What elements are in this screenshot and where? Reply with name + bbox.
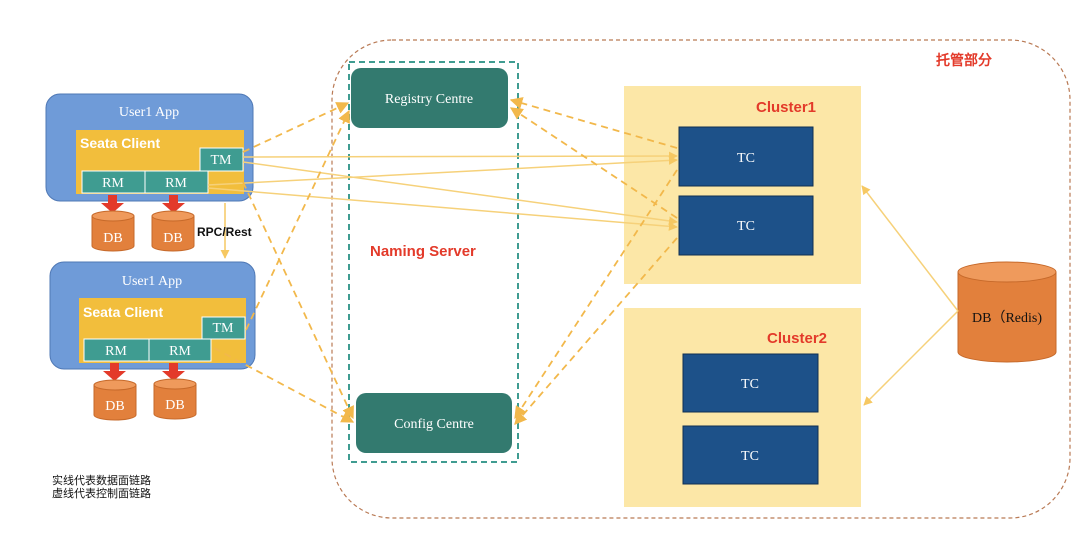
app1-rm-1-label: RM <box>102 176 124 191</box>
cluster1-to-db-link <box>861 185 959 312</box>
cluster1-tc-2 <box>678 195 814 256</box>
cluster2-tc-1-label: TC <box>741 377 759 392</box>
app1-title: User1 App <box>119 105 179 120</box>
app1-db-arrow-1 <box>101 195 124 213</box>
cluster2-label: Cluster2 <box>767 330 827 347</box>
app2-tm <box>201 316 246 340</box>
config-centre-label: Config Centre <box>394 417 474 432</box>
app1-db-1 <box>91 210 135 252</box>
registry-centre-node <box>351 68 508 128</box>
db-to-cluster2-link <box>863 310 959 406</box>
app2-seata-client-label: Seata Client <box>83 304 163 320</box>
app1-seata-client-label: Seata Client <box>80 135 160 151</box>
cluster1-tc-1 <box>678 126 814 187</box>
tm-to-tc2-link <box>242 161 678 226</box>
app1-tm-label: TM <box>211 153 233 168</box>
app2-to-registry-link <box>245 109 350 331</box>
app2-db-arrow-1 <box>103 363 126 381</box>
tc2-to-registry-link <box>509 107 678 219</box>
hosted-region-label: 托管部分 <box>936 52 992 68</box>
tc2-to-config-link <box>514 237 678 425</box>
app1-db-2-label: DB <box>163 231 182 246</box>
app2-db-2 <box>153 378 197 420</box>
app2-db-arrow-2 <box>162 363 185 381</box>
config-centre-node <box>356 393 512 453</box>
cluster1-tc-2-label: TC <box>737 219 755 234</box>
app2-to-config-link <box>213 347 355 423</box>
app2-rm-2-label: RM <box>169 344 191 359</box>
db-redis-cylinder <box>957 261 1057 363</box>
rm-to-tc2-link <box>207 187 678 231</box>
app1-to-registry-link <box>242 102 350 153</box>
app1-db-2 <box>151 210 195 252</box>
control-plane-links <box>213 97 678 425</box>
naming-server-label: Naming Server <box>370 243 476 260</box>
cluster1-tc-1-label: TC <box>737 151 755 166</box>
cluster2-tc-2 <box>682 425 819 485</box>
app1-rm-2 <box>144 170 209 194</box>
app1-tm <box>199 147 244 172</box>
data-plane-links <box>207 151 959 406</box>
app1-db-1-label: DB <box>103 231 122 246</box>
rm-to-tc1-link <box>207 155 678 186</box>
app2-tm-label: TM <box>213 321 235 336</box>
cluster2-tc-1 <box>682 353 819 413</box>
app1-rm-2-label: RM <box>165 176 187 191</box>
app2-db-1-label: DB <box>105 399 124 414</box>
app2-db-2-label: DB <box>165 398 184 413</box>
rpc-rest-label: RPC/Rest <box>197 225 252 239</box>
app1-db-arrow-2 <box>162 195 185 213</box>
app1-to-config-link <box>242 181 354 420</box>
hosted-region-border <box>331 39 1071 519</box>
app2-rm-1-label: RM <box>105 344 127 359</box>
cluster1-label: Cluster1 <box>756 99 816 116</box>
cluster2-tc-2-label: TC <box>741 449 759 464</box>
app2-title: User1 App <box>122 274 182 289</box>
app2-rm-2 <box>148 338 212 362</box>
tc1-to-registry-link <box>509 97 678 149</box>
legend-solid: 实线代表数据面链路 <box>52 473 151 487</box>
tc1-to-config-link <box>514 169 678 420</box>
tm-to-tc1-link <box>242 151 678 161</box>
app2-db-1 <box>93 379 137 421</box>
naming-server-box <box>348 61 519 463</box>
db-redis-label: DB（Redis) <box>972 310 1042 326</box>
registry-centre-label: Registry Centre <box>385 92 473 107</box>
legend-dashed: 虚线代表控制面链路 <box>52 486 151 500</box>
